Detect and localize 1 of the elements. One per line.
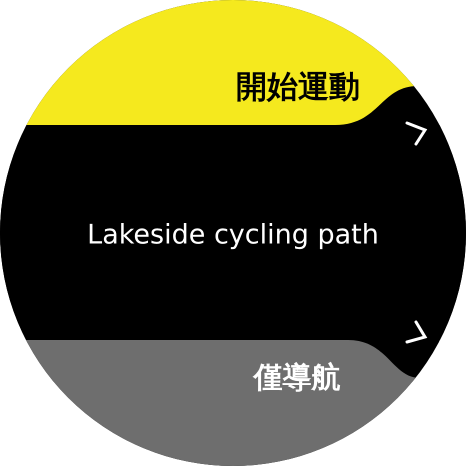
route-name-panel: Lakeside cycling path xyxy=(0,125,466,340)
